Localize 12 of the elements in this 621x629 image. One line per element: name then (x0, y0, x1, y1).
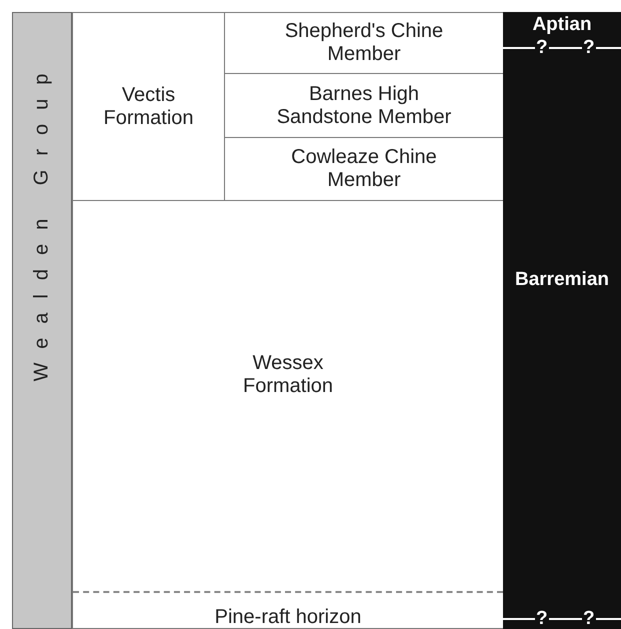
group-column (12, 12, 72, 629)
formation-box (72, 200, 504, 629)
formation-box (72, 12, 225, 201)
unit-name: Barremian (515, 268, 609, 290)
unit-name: Pine-raft horizon (214, 606, 362, 629)
unit-name: Cowleaze Chine Member (290, 146, 438, 192)
unit-name: Shepherd's Chine Member (284, 20, 444, 66)
unit-name: Wessex Formation (242, 352, 334, 398)
unit-name: Vectis Formation (102, 84, 195, 130)
unit-name: Aptian (532, 14, 592, 36)
unit-name: Barnes High Sandstone Member (276, 82, 452, 128)
group-name: Wealden Group (30, 60, 54, 382)
